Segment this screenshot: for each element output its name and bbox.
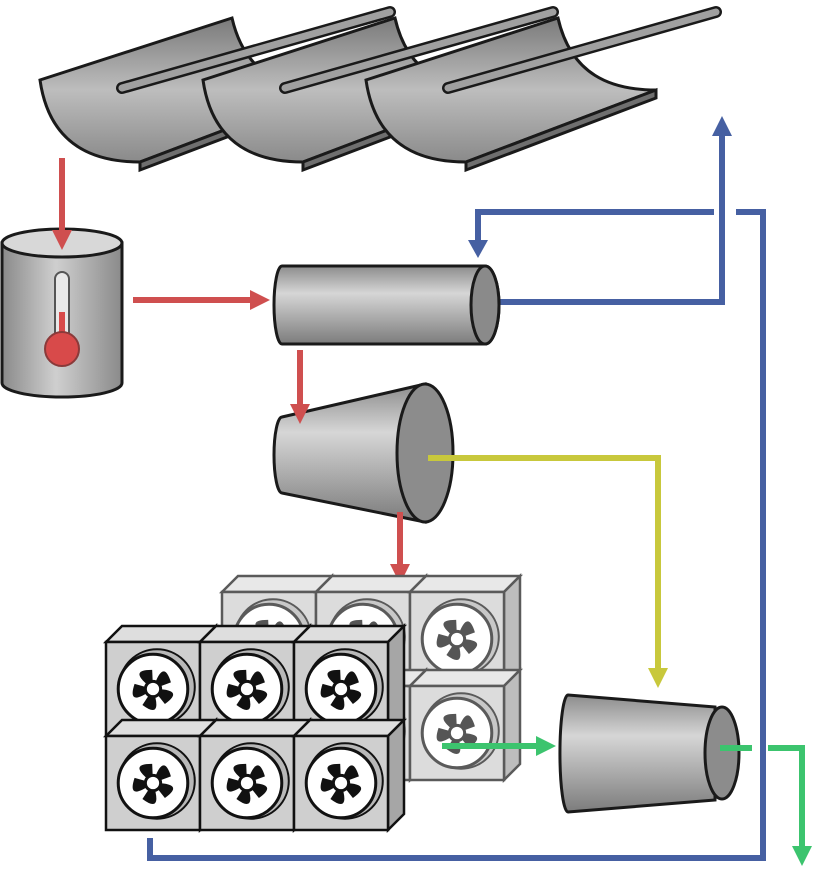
cylinder-heat-exchanger-icon — [272, 264, 501, 346]
arrow-right-icon — [536, 736, 556, 756]
hot-flow-lines — [52, 158, 410, 584]
cooling-flow-lines — [442, 736, 812, 866]
turbine-cone-icon — [558, 693, 741, 814]
cooling-line-out-b — [768, 745, 805, 848]
fan-unit-icon — [406, 666, 524, 784]
parabolic-trough-collector-icon — [364, 6, 722, 173]
arrow-down-icon — [468, 240, 488, 258]
arrow-down-icon — [290, 404, 310, 424]
fan-unit-icon — [290, 716, 408, 834]
return-line-cooling-loop — [147, 209, 766, 861]
thermal-storage-tank-icon — [0, 227, 124, 399]
arrow-down-icon — [792, 846, 812, 866]
arrow-down-icon — [52, 230, 72, 250]
return-line-to-exchanger — [475, 209, 714, 246]
solar-collector-array — [38, 6, 722, 173]
cooling-array-front-layer — [102, 622, 408, 834]
return-flow-lines — [147, 116, 766, 861]
secondary-flow-line — [428, 455, 668, 688]
arrow-right-icon — [250, 290, 270, 310]
turbine-cone-icon — [272, 382, 455, 524]
fan-unit-icon — [196, 716, 314, 834]
thermometer-icon — [44, 271, 80, 367]
fan-unit-icon — [406, 572, 524, 690]
arrow-down-icon — [390, 564, 410, 584]
arrow-up-icon — [712, 116, 732, 136]
return-line-exchanger-to-collectors — [484, 130, 725, 305]
arrow-down-icon — [648, 668, 668, 688]
